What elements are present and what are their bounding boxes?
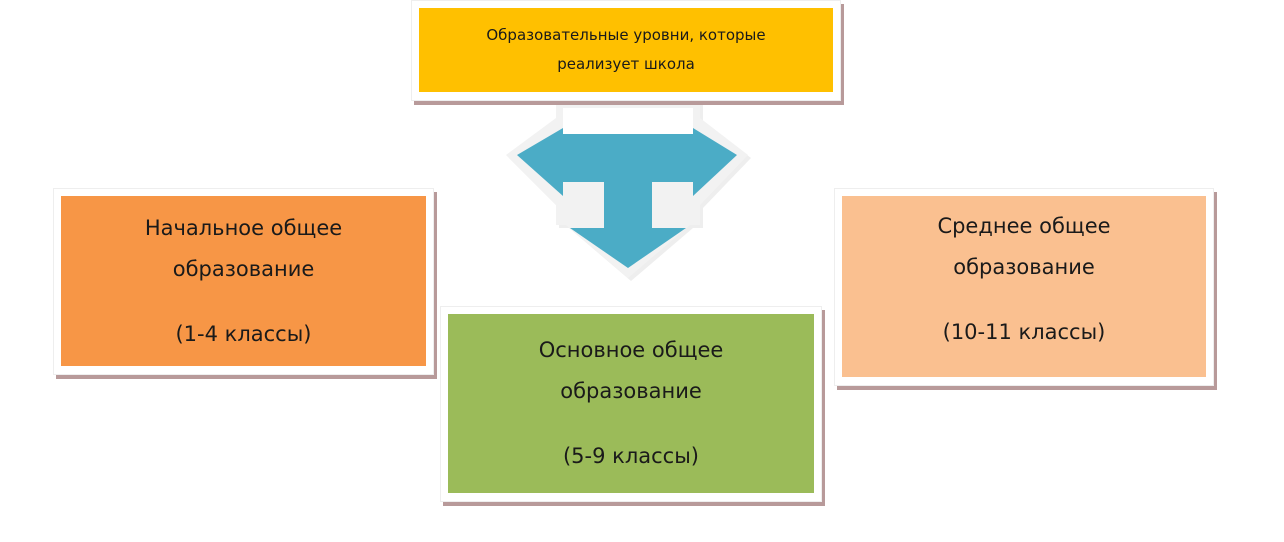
level-title: Начальное общее xyxy=(144,215,343,240)
level-title: образование xyxy=(172,256,315,281)
level-title: Среднее общее xyxy=(937,214,1111,238)
header-card: Образовательные уровни, которые реализуе… xyxy=(411,0,841,101)
level-grades: (5-9 классы) xyxy=(562,444,699,468)
level-title: образование xyxy=(953,255,1095,279)
level-title: образование xyxy=(560,379,702,403)
header-line-2: реализует школа xyxy=(557,55,695,73)
basic-education-card: Основное общее образование (5-9 классы) xyxy=(440,306,822,502)
secondary-education-card: Среднее общее образование (10-11 классы) xyxy=(834,188,1214,386)
primary-education-card: Начальное общее образование (1-4 классы) xyxy=(53,188,434,375)
level-title: Основное общее xyxy=(538,338,724,362)
level-grades: (10-11 классы) xyxy=(942,320,1106,344)
header-line-1: Образовательные уровни, которые xyxy=(486,26,766,44)
level-grades: (1-4 классы) xyxy=(175,321,312,346)
